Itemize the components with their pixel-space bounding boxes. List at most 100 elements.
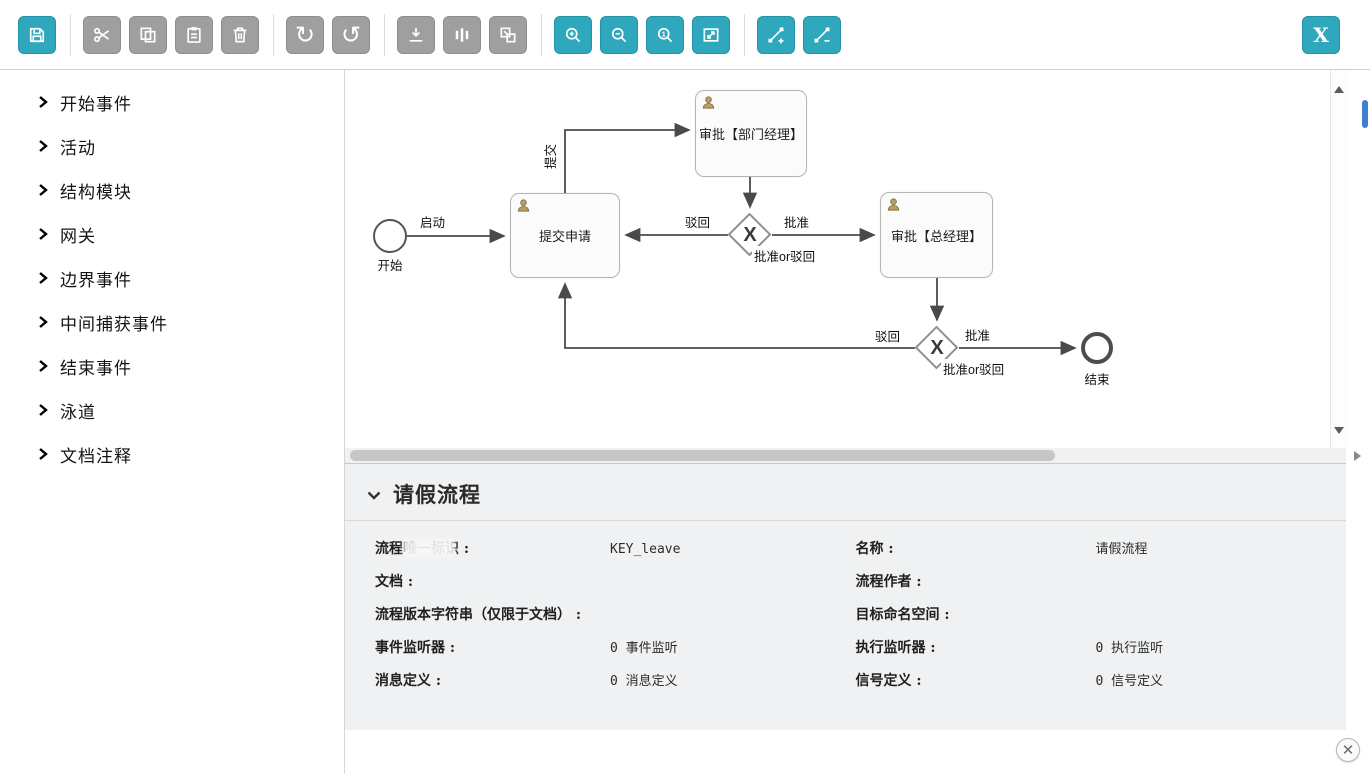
- property-value: 0 事件监听: [610, 641, 678, 656]
- zoom-in-icon: [563, 25, 583, 45]
- property-row-message-definitions: 消息定义 : 0 消息定义: [375, 665, 856, 698]
- toolbar-separator: [541, 13, 542, 56]
- undo-button[interactable]: ↺: [332, 15, 370, 54]
- palette-item-activities[interactable]: 活动: [0, 124, 344, 168]
- align-button[interactable]: [397, 15, 435, 54]
- user-task-icon: [701, 95, 716, 113]
- start-event-label: 开始: [377, 259, 403, 273]
- toolbar-separator: [70, 13, 71, 56]
- property-label: 名称 :: [855, 541, 894, 557]
- gateway-1-label: 批准or驳回: [752, 246, 818, 265]
- chevron-right-icon: [38, 359, 48, 373]
- palette-item-label: 泳道: [60, 402, 96, 422]
- properties-fields: 流程唯一标识 : KEY_leave 文档 : 流程版本字符串（仅限于文档） :…: [345, 521, 1346, 698]
- property-value: 请假流程: [1095, 542, 1148, 557]
- palette-item-start-events[interactable]: 开始事件: [0, 80, 344, 124]
- process-title: 请假流程: [393, 482, 481, 507]
- palette-item-annotation[interactable]: 文档注释: [0, 432, 344, 476]
- property-label: 流程版本字符串（仅限于文档） :: [375, 607, 582, 623]
- flow-label-approve-1: 批准: [782, 212, 812, 231]
- zoom-in-button[interactable]: [554, 15, 592, 54]
- property-row-author: 流程作者 :: [856, 566, 1337, 599]
- exclusive-gateway-1[interactable]: X: [727, 212, 772, 257]
- cut-button[interactable]: [83, 15, 121, 54]
- remove-bendpoint-button[interactable]: [803, 15, 841, 54]
- task-general-manager-approval[interactable]: 审批【总经理】: [880, 192, 993, 278]
- chevron-right-icon: [38, 227, 48, 241]
- property-value: 0 消息定义: [610, 674, 678, 689]
- align-icon: [406, 25, 426, 45]
- task-label: 审批【总经理】: [890, 228, 982, 244]
- property-label: 消息定义 :: [375, 673, 442, 689]
- property-row-signal-definitions: 信号定义 : 0 信号定义: [856, 665, 1337, 698]
- exclusive-gateway-2[interactable]: X: [914, 325, 959, 370]
- shape-palette: 开始事件 活动 结构模块 网关 边界事件 中间捕获事件 结束事件 泳道: [0, 70, 345, 774]
- palette-item-label: 活动: [60, 138, 96, 158]
- chevron-right-icon: [38, 403, 48, 417]
- paste-button[interactable]: [175, 15, 213, 54]
- flow-label-reject-1: 驳回: [683, 212, 713, 231]
- end-event-label: 结束: [1084, 373, 1110, 387]
- zoom-actual-button[interactable]: 1: [646, 15, 684, 54]
- end-event-node[interactable]: [1081, 332, 1113, 364]
- flow-label-submit: 提交: [540, 141, 560, 172]
- trash-icon: [230, 25, 250, 45]
- delete-button[interactable]: [221, 15, 259, 54]
- task-dept-manager-approval[interactable]: 审批【部门经理】: [695, 90, 807, 177]
- zoom-out-button[interactable]: [600, 15, 638, 54]
- palette-item-swimlanes[interactable]: 泳道: [0, 388, 344, 432]
- palette-item-end-events[interactable]: 结束事件: [0, 344, 344, 388]
- palette-item-label: 开始事件: [60, 94, 132, 114]
- page-scrollbar-thumb[interactable]: [1362, 100, 1368, 128]
- chevron-down-icon: [367, 485, 381, 504]
- add-bendpoint-button[interactable]: [757, 15, 795, 54]
- redo-button[interactable]: ↻: [286, 15, 324, 54]
- toolbar-separator: [273, 13, 274, 56]
- copy-button[interactable]: [129, 15, 167, 54]
- property-value: KEY_leave: [610, 542, 681, 557]
- flow-label-approve-2: 批准: [963, 325, 993, 344]
- property-label: 目标命名空间 :: [855, 607, 950, 623]
- property-label: 执行监听器 :: [855, 640, 936, 656]
- property-label: 信号定义 :: [855, 673, 922, 689]
- property-row-target-namespace: 目标命名空间 :: [856, 599, 1337, 632]
- palette-item-gateways[interactable]: 网关: [0, 212, 344, 256]
- properties-header[interactable]: 请假流程: [345, 464, 1346, 521]
- palette-item-label: 结构模块: [60, 182, 132, 202]
- canvas-area: 开始 提交申请 审批【部门经理】 审批【总经理】: [345, 70, 1346, 463]
- property-row-execution-listeners: 执行监听器 : 0 执行监听: [856, 632, 1337, 665]
- property-value: 0 执行监听: [1095, 641, 1164, 656]
- toolbar-separator: [384, 13, 385, 56]
- palette-item-boundary-events[interactable]: 边界事件: [0, 256, 344, 300]
- canvas-vertical-scrollbar[interactable]: [1330, 70, 1346, 448]
- horizontal-scroll-thumb[interactable]: [350, 450, 1055, 461]
- chevron-right-icon: [38, 271, 48, 285]
- palette-item-intermediate-events[interactable]: 中间捕获事件: [0, 300, 344, 344]
- start-event-node[interactable]: [373, 219, 407, 253]
- same-size-icon: [498, 25, 518, 45]
- property-label: 事件监听器 :: [375, 640, 456, 656]
- save-button[interactable]: [18, 15, 56, 54]
- property-label: 流程唯一标识 :: [375, 539, 470, 558]
- scroll-right-arrow-icon[interactable]: [1354, 451, 1361, 461]
- chevron-right-icon: [38, 183, 48, 197]
- task-submit-application[interactable]: 提交申请: [510, 193, 620, 278]
- scroll-down-arrow-icon[interactable]: [1334, 427, 1344, 434]
- exclusive-gateway-x-icon: X: [743, 223, 757, 246]
- close-editor-button[interactable]: X: [1302, 15, 1340, 54]
- add-bendpoint-icon: [766, 25, 786, 45]
- distribute-icon: [452, 25, 472, 45]
- scroll-up-arrow-icon[interactable]: [1334, 86, 1344, 93]
- zoom-fit-button[interactable]: [692, 15, 730, 54]
- close-panel-button[interactable]: ✕: [1336, 738, 1360, 762]
- distribute-button[interactable]: [443, 15, 481, 54]
- exclusive-gateway-x-icon: X: [930, 336, 944, 359]
- palette-item-structural[interactable]: 结构模块: [0, 168, 344, 212]
- undo-icon: ↺: [340, 20, 362, 49]
- task-label: 审批【部门经理】: [698, 127, 803, 142]
- palette-item-label: 文档注释: [60, 446, 132, 466]
- same-size-button[interactable]: [489, 15, 527, 54]
- diagram-canvas[interactable]: 开始 提交申请 审批【部门经理】 审批【总经理】: [345, 70, 1330, 448]
- canvas-horizontal-scrollbar[interactable]: [345, 448, 1346, 463]
- palette-item-label: 结束事件: [60, 358, 132, 378]
